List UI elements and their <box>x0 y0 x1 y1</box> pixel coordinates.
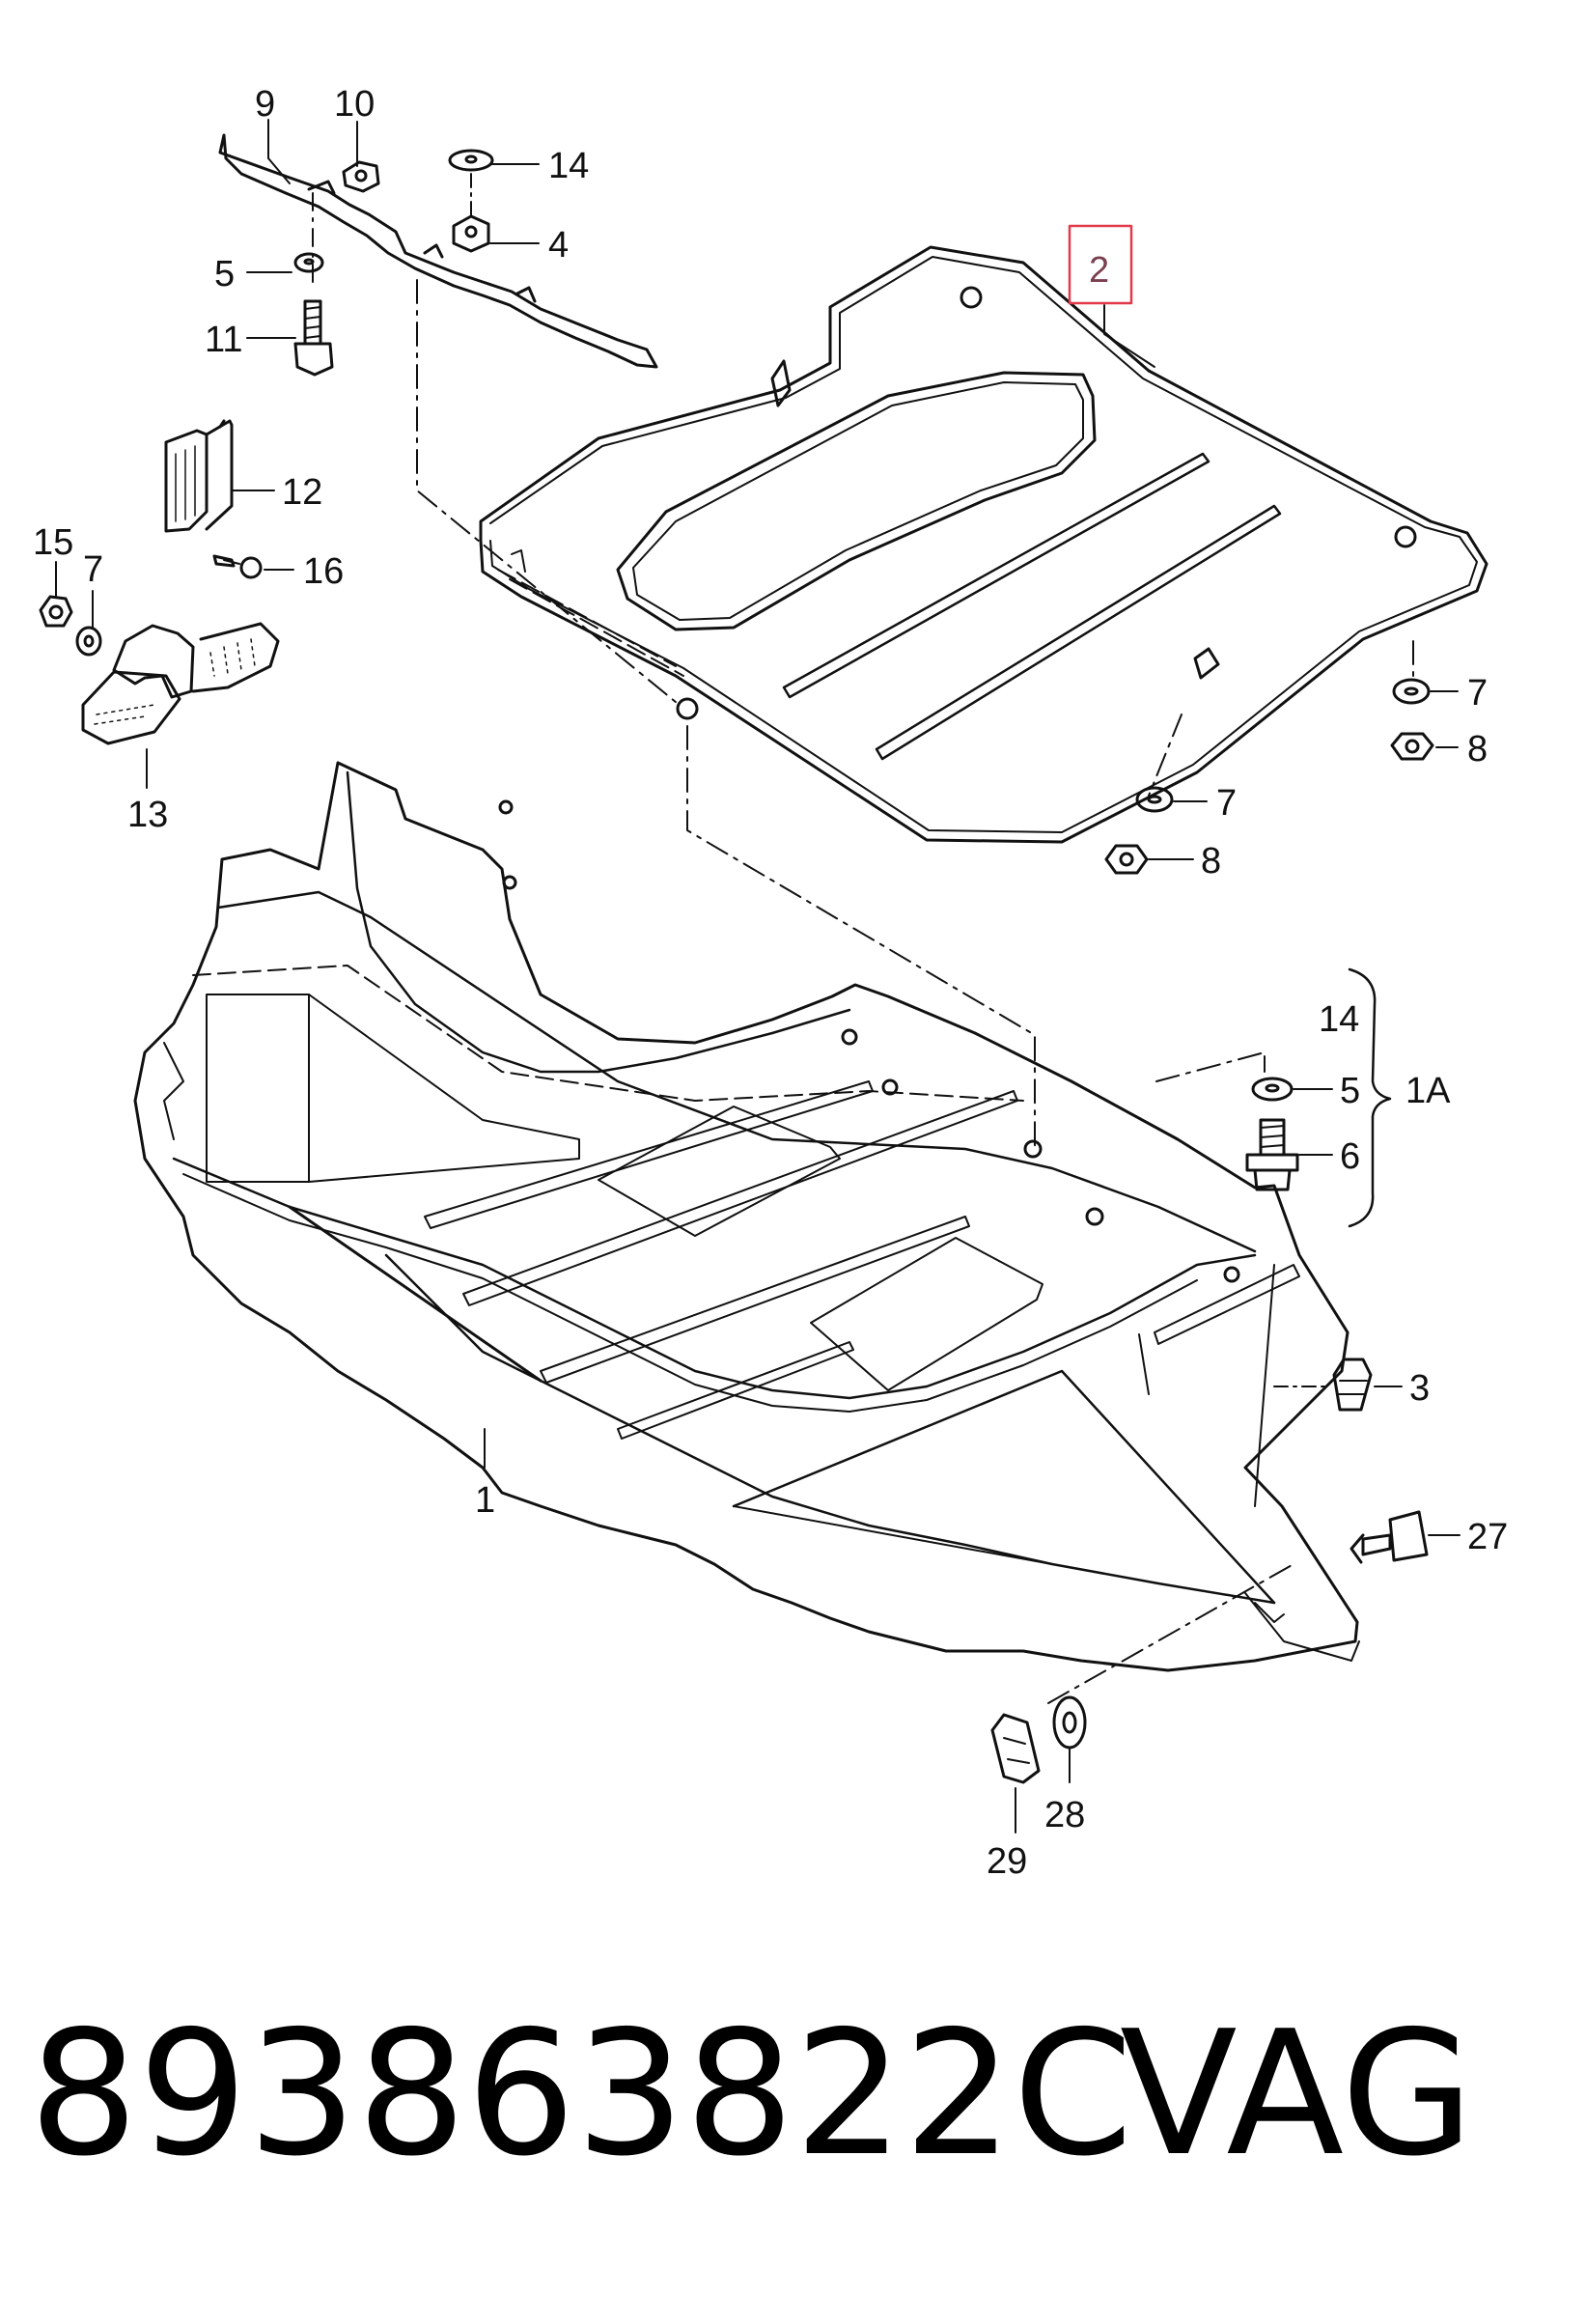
callout-8-right: 8 <box>1467 729 1488 770</box>
callout-15: 15 <box>33 522 73 563</box>
callout-3: 3 <box>1409 1368 1430 1409</box>
clip-27 <box>1349 1510 1429 1564</box>
washer-5-right <box>1251 1077 1294 1102</box>
mounting-strip <box>218 133 658 369</box>
clip-nut-4 <box>452 214 490 253</box>
callout-14-right: 14 <box>1319 999 1359 1040</box>
shield-plate-2 <box>479 245 1489 844</box>
screw-16 <box>212 554 263 579</box>
callout-7-left: 7 <box>83 549 103 590</box>
callout-13: 13 <box>127 795 168 835</box>
callout-1: 1 <box>475 1480 495 1521</box>
clip-nut-10 <box>342 160 380 193</box>
bolt-11 <box>293 299 334 377</box>
callout-5: 5 <box>214 254 235 294</box>
callout-4: 4 <box>548 225 569 266</box>
nut-8-mid <box>1104 844 1149 875</box>
bracket-13 <box>81 622 280 745</box>
callout-28: 28 <box>1044 1795 1085 1835</box>
callout-11: 11 <box>205 320 242 360</box>
callout-9: 9 <box>255 84 275 125</box>
leader-lines <box>55 119 1461 1834</box>
callout-8-mid: 8 <box>1201 841 1221 882</box>
part-number: 893863822C <box>29 1994 1133 2194</box>
callout-16: 16 <box>303 551 344 592</box>
callout-highlight-box <box>1068 224 1133 305</box>
nut-15 <box>39 595 73 628</box>
callout-7-mid: 7 <box>1216 783 1237 824</box>
callout-10: 10 <box>334 84 375 125</box>
brand-name: VAG <box>1120 1994 1474 2194</box>
clip-29 <box>990 1713 1041 1784</box>
callout-7-right: 7 <box>1467 673 1488 714</box>
washer-28 <box>1052 1695 1087 1750</box>
bracket-12 <box>164 419 234 533</box>
callout-6: 6 <box>1340 1136 1360 1177</box>
callout-14: 14 <box>548 146 589 186</box>
nut-3 <box>1332 1358 1373 1412</box>
bracket-1A <box>1348 967 1392 1228</box>
assembly-lines <box>416 279 1414 1704</box>
washer-7-mid <box>1135 786 1174 813</box>
stud-6 <box>1245 1118 1299 1191</box>
callout-1A: 1A <box>1405 1071 1451 1111</box>
washer-7-right <box>1392 678 1431 705</box>
callout-27: 27 <box>1467 1517 1508 1557</box>
washer-7-left <box>75 626 102 657</box>
callout-5-right: 5 <box>1340 1071 1360 1111</box>
callout-2: 2 <box>1089 250 1109 291</box>
nut-8-right <box>1390 732 1434 761</box>
washer-5 <box>293 252 324 273</box>
washer-14 <box>448 149 494 172</box>
callout-29: 29 <box>987 1841 1027 1882</box>
underbody-shield-1 <box>133 761 1360 1672</box>
callout-12: 12 <box>282 472 322 513</box>
